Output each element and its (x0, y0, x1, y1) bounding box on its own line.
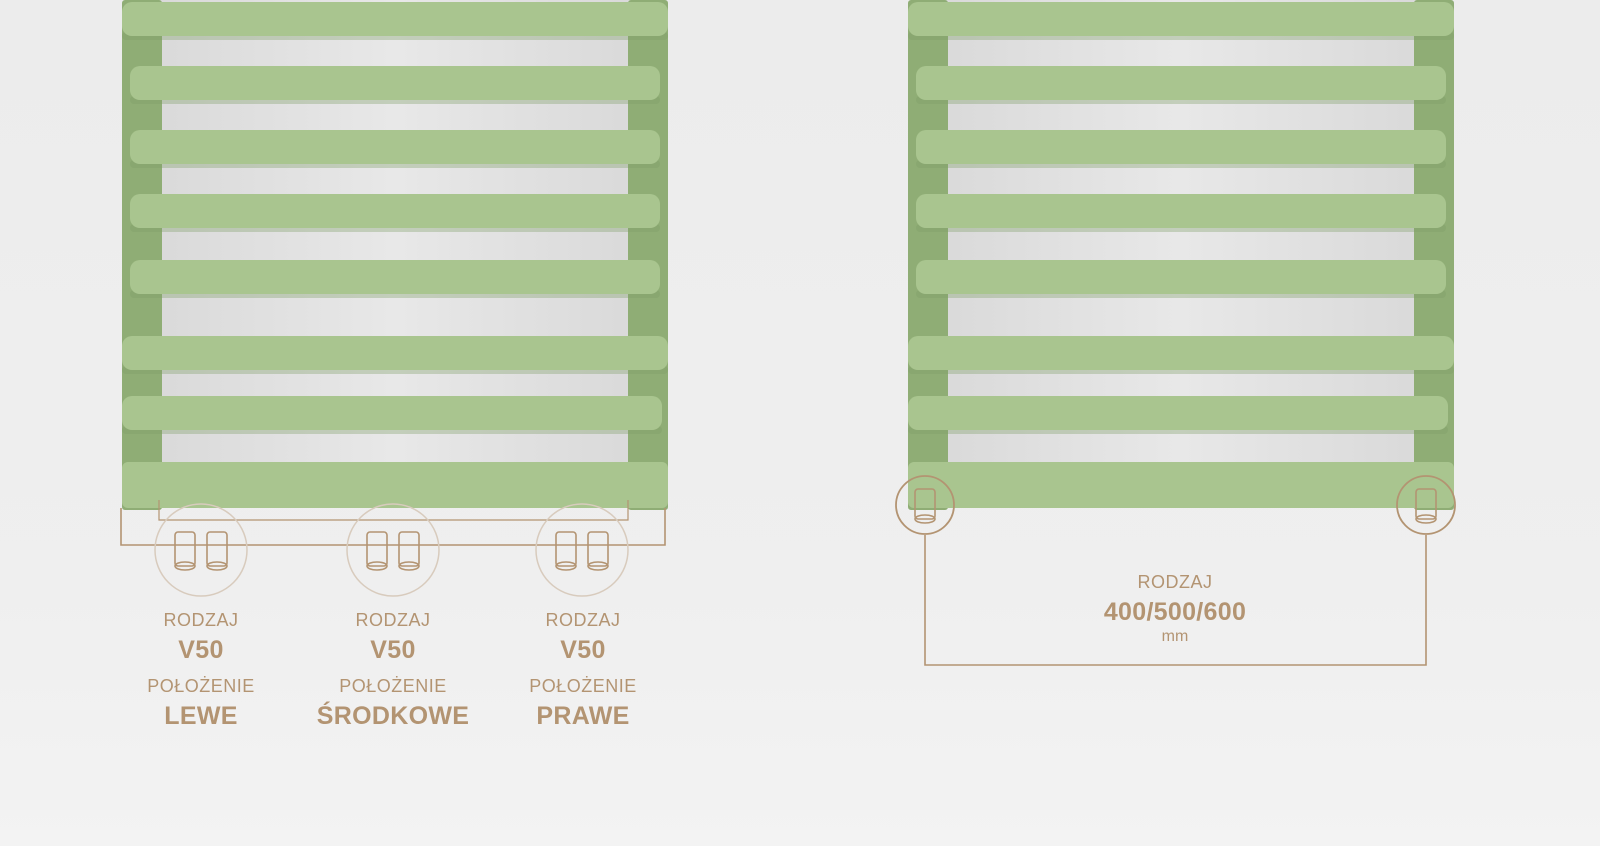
left-radiator-collector-left (122, 0, 162, 510)
left-radiator (122, 0, 668, 510)
type-label: RODZAJ (545, 610, 621, 630)
left-connection-info: RODZAJ V50 POŁOŻENIE LEWE (81, 610, 321, 730)
position-label: POŁOŻENIE (147, 676, 255, 696)
position-value: ŚRODKOWE (316, 702, 470, 730)
right-radiator-bar (916, 130, 1446, 164)
spacing-value: 400/500/600 (1103, 598, 1247, 626)
connector-icon (1396, 475, 1456, 535)
spacing-type-label: RODZAJ (1137, 572, 1213, 592)
center-connection-info: RODZAJ V50 POŁOŻENIE ŚRODKOWE (273, 610, 513, 730)
right-radiator-collector-right (1414, 0, 1454, 510)
left-radiator-bottom-bar (122, 462, 668, 508)
left-radiator-bar (130, 260, 660, 294)
right-radiator (908, 0, 1454, 510)
left-radiator-bar (122, 336, 668, 370)
position-label: POŁOŻENIE (339, 676, 447, 696)
right-connection-info: RODZAJ V50 POŁOŻENIE PRAWE (463, 610, 703, 730)
left-radiator-bar (130, 66, 660, 100)
left-radiator-collector-right (628, 0, 668, 510)
spacing-unit: mm (1161, 628, 1189, 645)
left-connection-bracket (120, 508, 666, 546)
left-radiator-bar (122, 2, 668, 36)
right-radiator-bar (908, 396, 1448, 430)
connector-icon (346, 503, 440, 597)
right-radiator-bar (916, 260, 1446, 294)
right-radiator-bottom-bar (908, 462, 1454, 508)
position-label: POŁOŻENIE (529, 676, 637, 696)
left-inner-bracket (158, 500, 629, 521)
position-value: LEWE (164, 702, 238, 730)
left-radiator-bar (130, 194, 660, 228)
right-radiator-collector-left (908, 0, 948, 510)
left-radiator-bar (130, 130, 660, 164)
spacing-info: RODZAJ 400/500/600 mm (1055, 572, 1295, 646)
connector-icon (535, 503, 629, 597)
connector-icon (895, 475, 955, 535)
position-value: PRAWE (536, 702, 630, 730)
right-radiator-bar (916, 194, 1446, 228)
right-spacing-bracket (924, 535, 1427, 666)
right-radiator-bar (908, 2, 1454, 36)
type-value: V50 (560, 636, 606, 664)
type-value: V50 (178, 636, 224, 664)
type-label: RODZAJ (355, 610, 431, 630)
connector-icon (154, 503, 248, 597)
type-value: V50 (370, 636, 416, 664)
right-radiator-bar (916, 66, 1446, 100)
right-radiator-bar (908, 336, 1454, 370)
left-radiator-bar (122, 396, 662, 430)
type-label: RODZAJ (163, 610, 239, 630)
